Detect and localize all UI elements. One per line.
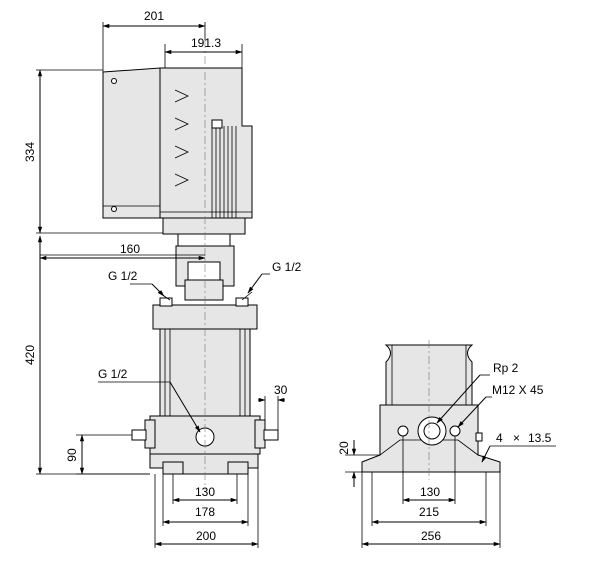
holes-times-label: × <box>513 431 520 445</box>
dim-130-front: 130 <box>172 474 238 504</box>
dim-334-label: 334 <box>23 142 37 162</box>
dim-420-label: 420 <box>23 345 37 365</box>
dim-200: 200 <box>154 468 259 548</box>
port-left-bottom-label: G 1/2 <box>98 367 128 381</box>
dim-256-label: 256 <box>421 529 441 543</box>
dim-90-label: 90 <box>65 448 79 462</box>
holes-callout: 4 × 13.5 <box>481 431 556 463</box>
dim-215-label: 215 <box>419 505 439 519</box>
dim-30: 30 <box>258 383 288 430</box>
side-view: Rp 2 M12 X 45 4 × 13.5 20 <box>337 340 556 548</box>
dim-201-label: 201 <box>144 9 164 23</box>
dim-178-label: 178 <box>195 505 215 519</box>
dim-256: 256 <box>361 472 501 548</box>
holes-count-label: 4 <box>496 431 503 445</box>
bolt-callout: M12 X 45 <box>457 383 544 428</box>
bolt-label: M12 X 45 <box>492 383 544 397</box>
side-base <box>361 404 501 473</box>
dim-130-side-label: 130 <box>420 485 440 499</box>
dim-191-3: 191.3 <box>164 36 243 68</box>
dim-30-label: 30 <box>274 383 288 397</box>
dim-90: 90 <box>65 434 150 475</box>
port-right-top-label: G 1/2 <box>272 260 302 274</box>
motor-body <box>159 67 253 219</box>
rp2-callout: Rp 2 <box>436 361 519 424</box>
dim-200-label: 200 <box>196 529 216 543</box>
dim-191-3-label: 191.3 <box>191 36 221 50</box>
dim-160: 160 <box>39 242 206 261</box>
dim-130-side: 130 <box>402 436 456 504</box>
rp2-label: Rp 2 <box>493 361 519 375</box>
port-left-top-callout: G 1/2 <box>108 269 165 297</box>
port-left-top-label: G 1/2 <box>108 269 138 283</box>
port-right-top-callout: G 1/2 <box>247 260 302 294</box>
front-view: 201 191.3 334 420 160 <box>23 9 302 548</box>
dim-334: 334 <box>23 69 163 234</box>
port-left-bottom-callout: G 1/2 <box>98 367 201 433</box>
dim-20: 20 <box>337 440 380 487</box>
dim-201: 201 <box>102 9 206 72</box>
dim-20-label: 20 <box>337 441 351 455</box>
dim-215: 215 <box>371 472 487 526</box>
dim-160-label: 160 <box>120 242 140 256</box>
holes-size-label: 13.5 <box>528 431 552 445</box>
dim-178: 178 <box>162 474 249 526</box>
motor-terminal-box <box>102 67 161 219</box>
dim-130-front-label: 130 <box>195 485 215 499</box>
motor-stool <box>162 217 246 301</box>
